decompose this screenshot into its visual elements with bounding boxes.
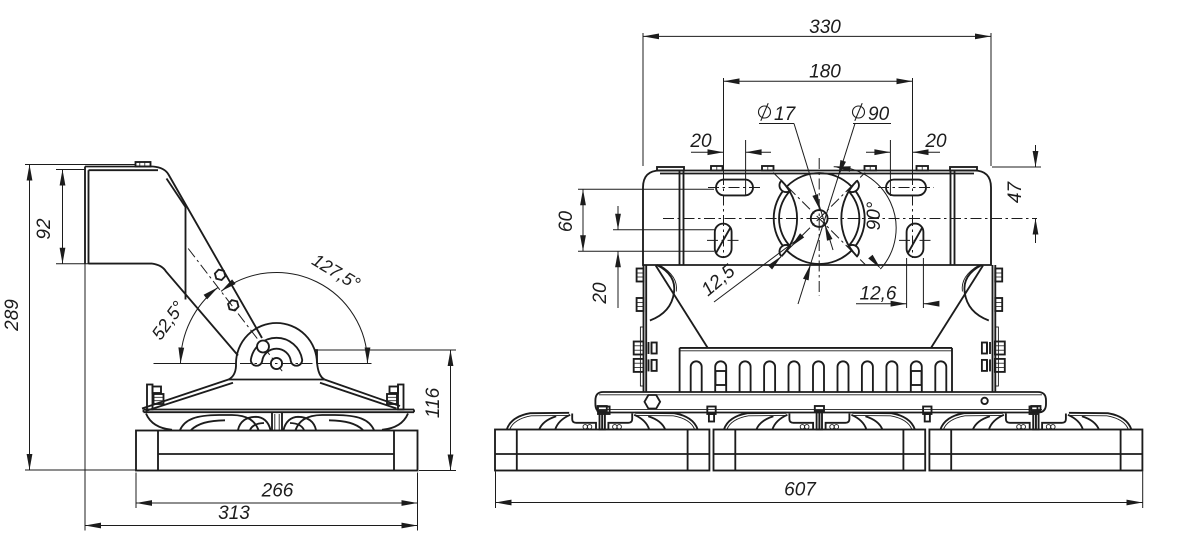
svg-text:92: 92	[34, 218, 55, 240]
svg-text:266: 266	[261, 481, 294, 502]
svg-text:289: 289	[2, 299, 23, 332]
svg-text:20: 20	[590, 282, 611, 305]
svg-text:90: 90	[868, 104, 890, 125]
svg-text:313: 313	[218, 503, 250, 524]
svg-text:330: 330	[809, 17, 841, 38]
svg-text:116: 116	[423, 387, 444, 418]
svg-text:180: 180	[809, 62, 841, 83]
svg-text:17: 17	[774, 104, 797, 125]
svg-text:20: 20	[924, 131, 947, 152]
svg-text:12,6: 12,6	[860, 284, 897, 305]
svg-text:60: 60	[556, 211, 577, 233]
svg-text:90°: 90°	[864, 201, 885, 230]
svg-text:47: 47	[1005, 181, 1026, 204]
svg-text:607: 607	[784, 480, 817, 501]
svg-text:20: 20	[689, 131, 712, 152]
